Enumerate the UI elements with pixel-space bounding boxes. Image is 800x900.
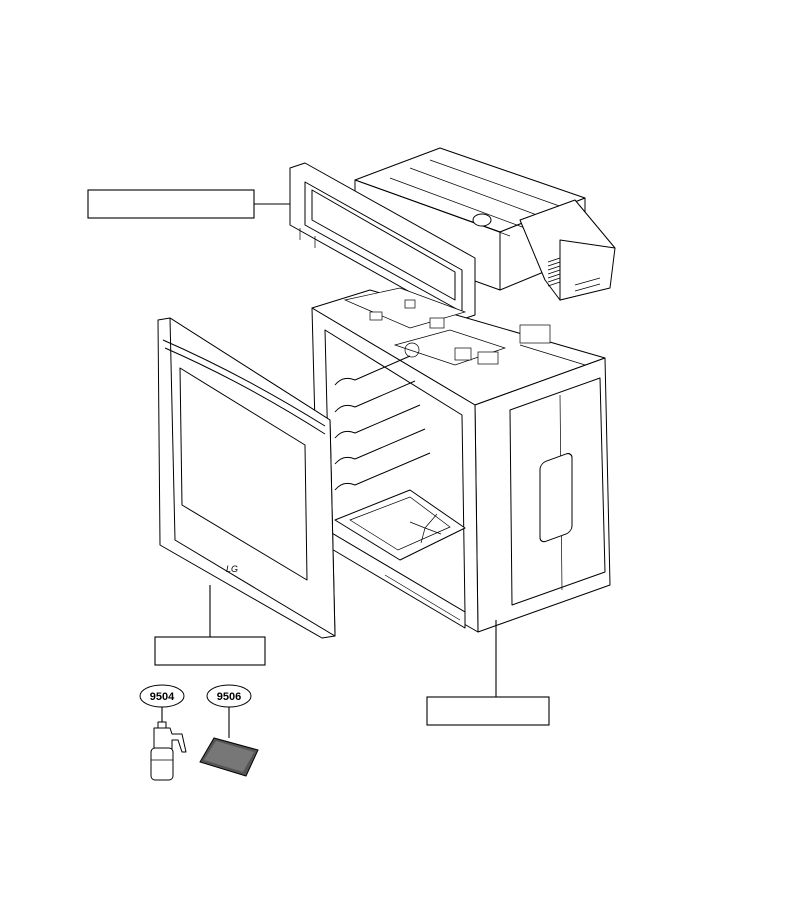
knob-icon xyxy=(472,213,492,227)
callout-oven-cavity xyxy=(426,620,550,726)
callout-door xyxy=(154,585,266,666)
part-9504-spray-bottle: 9504 xyxy=(139,684,187,781)
part-number-9506: 9506 xyxy=(217,691,241,703)
control-panel-assembly xyxy=(289,147,616,321)
vent-slots xyxy=(547,257,561,287)
spray-bottle-icon xyxy=(150,721,187,781)
rack-supports xyxy=(334,355,431,491)
oven-cavity-assembly xyxy=(311,287,611,633)
part-9506-cleaning-pad: 9506 xyxy=(199,684,259,777)
callout-control-panel xyxy=(87,189,290,219)
part-number-9504: 9504 xyxy=(150,691,175,703)
oven-door: LG xyxy=(157,317,336,639)
convection-fan-icon xyxy=(409,513,442,544)
door-logo: LG xyxy=(226,564,238,574)
control-board xyxy=(343,287,596,369)
cleaning-pad-icon xyxy=(199,737,259,777)
